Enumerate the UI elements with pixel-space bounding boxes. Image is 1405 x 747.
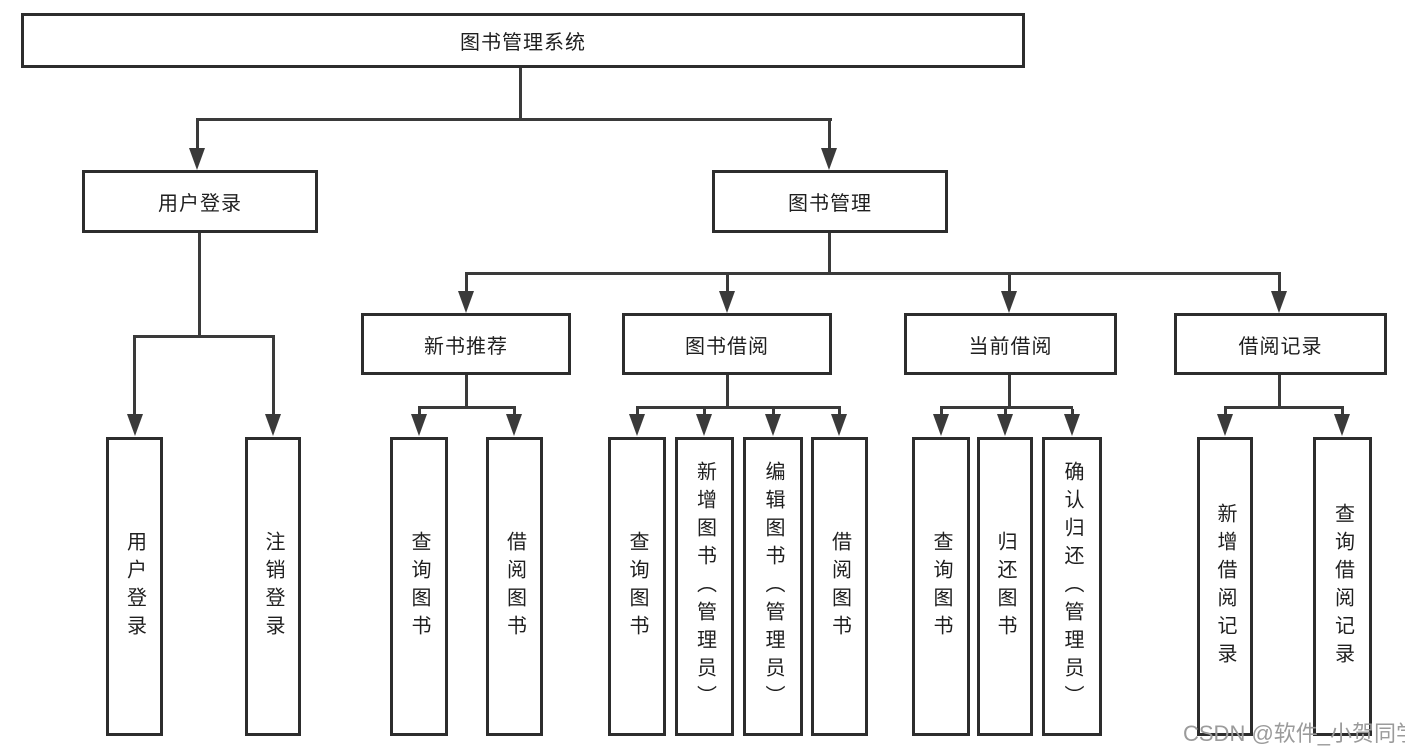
- arrow-down-icon: [411, 414, 427, 436]
- connector-line: [1278, 275, 1281, 294]
- connector-line: [940, 409, 943, 417]
- leaf-query-books-1: 查询图书: [390, 437, 448, 736]
- connector-line: [838, 409, 841, 417]
- arrow-down-icon: [1001, 291, 1017, 313]
- arrow-down-icon: [831, 414, 847, 436]
- connector-line: [636, 409, 639, 417]
- node-current-borrowing: 当前借阅: [904, 313, 1117, 375]
- node-label: 查询借阅记录: [1331, 502, 1354, 671]
- connector-line: [133, 335, 275, 338]
- arrow-down-icon: [1217, 414, 1233, 436]
- leaf-add-books-admin: 新增图书（管理员）: [675, 437, 734, 736]
- arrow-down-icon: [1064, 414, 1080, 436]
- connector-line: [828, 233, 831, 275]
- node-label: 查询图书: [930, 530, 952, 643]
- connector-line: [418, 409, 421, 417]
- connector-line: [1004, 409, 1007, 417]
- connector-line: [726, 375, 729, 409]
- connector-line: [726, 275, 729, 294]
- leaf-user-login: 用户登录: [106, 437, 163, 736]
- connector-line: [772, 409, 775, 417]
- node-book-borrowing: 图书借阅: [622, 313, 832, 375]
- node-label: 图书管理: [788, 193, 872, 215]
- connector-line: [1008, 375, 1011, 409]
- arrow-down-icon: [189, 148, 205, 170]
- arrow-down-icon: [719, 291, 735, 313]
- leaf-borrow-books-1: 借阅图书: [486, 437, 543, 736]
- arrow-down-icon: [696, 414, 712, 436]
- node-label: 归还图书: [994, 530, 1016, 643]
- connector-line: [1224, 406, 1344, 409]
- leaf-logout: 注销登录: [245, 437, 301, 736]
- leaf-add-borrow-record: 新增借阅记录: [1197, 437, 1253, 736]
- arrow-down-icon: [265, 414, 281, 436]
- node-label: 新书推荐: [424, 335, 508, 358]
- connector-line: [940, 406, 1073, 409]
- arrow-down-icon: [933, 414, 949, 436]
- node-label: 借阅记录: [1238, 335, 1323, 358]
- connector-line: [1341, 409, 1344, 417]
- arrow-down-icon: [127, 414, 143, 436]
- leaf-query-books-3: 查询图书: [912, 437, 970, 736]
- node-label: 新增图书（管理员）: [693, 460, 716, 713]
- arrow-down-icon: [765, 414, 781, 436]
- connector-line: [636, 406, 841, 409]
- node-label: 图书借阅: [685, 335, 769, 358]
- arrow-down-icon: [458, 291, 474, 313]
- node-borrowing-records: 借阅记录: [1174, 313, 1387, 375]
- leaf-query-borrow-record: 查询借阅记录: [1313, 437, 1372, 736]
- connector-line: [133, 338, 136, 417]
- connector-line: [828, 121, 831, 152]
- node-label: 新增借阅记录: [1214, 502, 1236, 671]
- connector-line: [198, 233, 201, 338]
- connector-line: [418, 406, 516, 409]
- node-label: 确认归还（管理员）: [1061, 460, 1083, 713]
- node-label: 查询图书: [408, 530, 430, 643]
- leaf-return-books: 归还图书: [977, 437, 1033, 736]
- connector-line: [513, 409, 516, 417]
- connector-line: [703, 409, 706, 417]
- node-library-management-system: 图书管理系统: [21, 13, 1025, 68]
- csdn-watermark: CSDN @软件_小贺同学: [1183, 721, 1405, 746]
- connector-line: [196, 118, 832, 121]
- arrow-down-icon: [1271, 291, 1287, 313]
- node-label: 借阅图书: [503, 530, 526, 643]
- node-book-management: 图书管理: [712, 170, 948, 233]
- arrow-down-icon: [1334, 414, 1350, 436]
- arrow-down-icon: [506, 414, 522, 436]
- connector-line: [1008, 275, 1011, 294]
- leaf-edit-books-admin: 编辑图书（管理员）: [743, 437, 803, 736]
- node-user-login: 用户登录: [82, 170, 318, 233]
- node-label: 用户登录: [158, 193, 242, 215]
- connector-line: [465, 272, 1281, 275]
- node-label: 图书管理系统: [460, 32, 586, 54]
- arrow-down-icon: [997, 414, 1013, 436]
- node-label: 编辑图书（管理员）: [762, 460, 784, 713]
- node-new-book-recommend: 新书推荐: [361, 313, 571, 375]
- connector-line: [519, 68, 522, 120]
- node-label: 当前借阅: [968, 335, 1053, 358]
- connector-line: [1224, 409, 1227, 417]
- leaf-borrow-books-2: 借阅图书: [811, 437, 868, 736]
- connector-line: [272, 338, 275, 417]
- connector-line: [196, 121, 199, 152]
- connector-line: [1278, 375, 1281, 409]
- node-label: 借阅图书: [828, 530, 851, 643]
- arrow-down-icon: [629, 414, 645, 436]
- leaf-query-books-2: 查询图书: [608, 437, 666, 736]
- node-label: 查询图书: [626, 530, 648, 643]
- node-label: 用户登录: [123, 530, 146, 643]
- connector-line: [465, 375, 468, 409]
- connector-line: [465, 275, 468, 294]
- node-label: 注销登录: [262, 530, 284, 643]
- connector-line: [1071, 409, 1074, 417]
- leaf-confirm-return-admin: 确认归还（管理员）: [1042, 437, 1102, 736]
- arrow-down-icon: [821, 148, 837, 170]
